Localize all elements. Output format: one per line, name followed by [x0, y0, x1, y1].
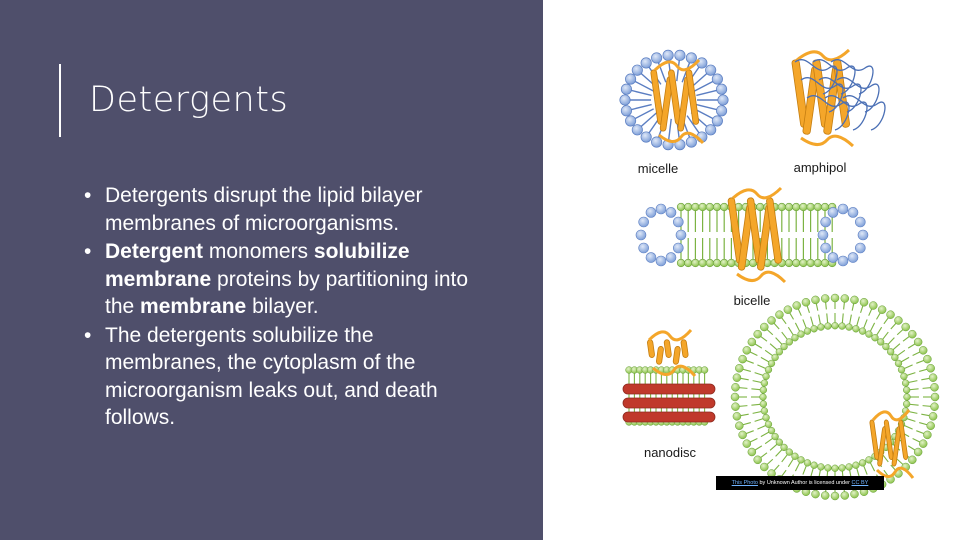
liposome-diagram [730, 293, 940, 501]
amphipol-label: amphipol [794, 160, 847, 175]
license-link[interactable]: CC BY [851, 480, 869, 486]
bold-term: solubilize membrane [105, 240, 410, 291]
bullet-list: • Detergents disrupt the lipid bilayer me… [84, 182, 494, 433]
bicelle-label: bicelle [734, 293, 771, 308]
bullet-marker: • [84, 323, 92, 347]
title-panel: Detergents • Detergents disrupt the lipid… [0, 0, 543, 540]
figure-illustration: micelle amphipol bicelle nanodisc [619, 48, 940, 501]
amphipol-diagram [791, 48, 886, 148]
bullet-text: monomers [203, 240, 314, 263]
slide-title: Detergents [89, 80, 289, 120]
bicelle-diagram [635, 186, 869, 284]
micelle-label: micelle [638, 161, 678, 176]
nanodisc-label: nanodisc [644, 445, 697, 460]
attribution-text: by Unknown Author is licensed under [757, 480, 852, 486]
photo-link[interactable]: This Photo [731, 480, 758, 486]
title-accent-bar [59, 64, 61, 137]
membrane-mimetics-figure: micelle amphipol bicelle nanodisc [543, 0, 960, 540]
bullet-text: bilayer. [246, 295, 319, 318]
bold-term: membrane [140, 295, 247, 318]
image-attribution: This Photo by Unknown Author is licensed… [716, 476, 884, 490]
bullet-text: Detergents disrupt the lipid bilayer mem… [105, 184, 423, 235]
bullet-item: •Detergent monomers solubilize membrane … [84, 238, 494, 321]
bullet-item: • Detergents disrupt the lipid bilayer me… [84, 182, 494, 237]
micelle-diagram [619, 49, 729, 151]
nanodisc-diagram [622, 329, 716, 426]
bullet-text: The detergents solubilize the membranes,… [105, 323, 438, 430]
bold-term: Detergent [105, 240, 204, 263]
bullet-marker: • [84, 240, 92, 263]
bullet-item: • The detergents solubilize the membranes… [84, 322, 494, 432]
bullet-marker: • [84, 184, 92, 207]
bullet-text: proteins by partitioning into the [105, 267, 469, 319]
